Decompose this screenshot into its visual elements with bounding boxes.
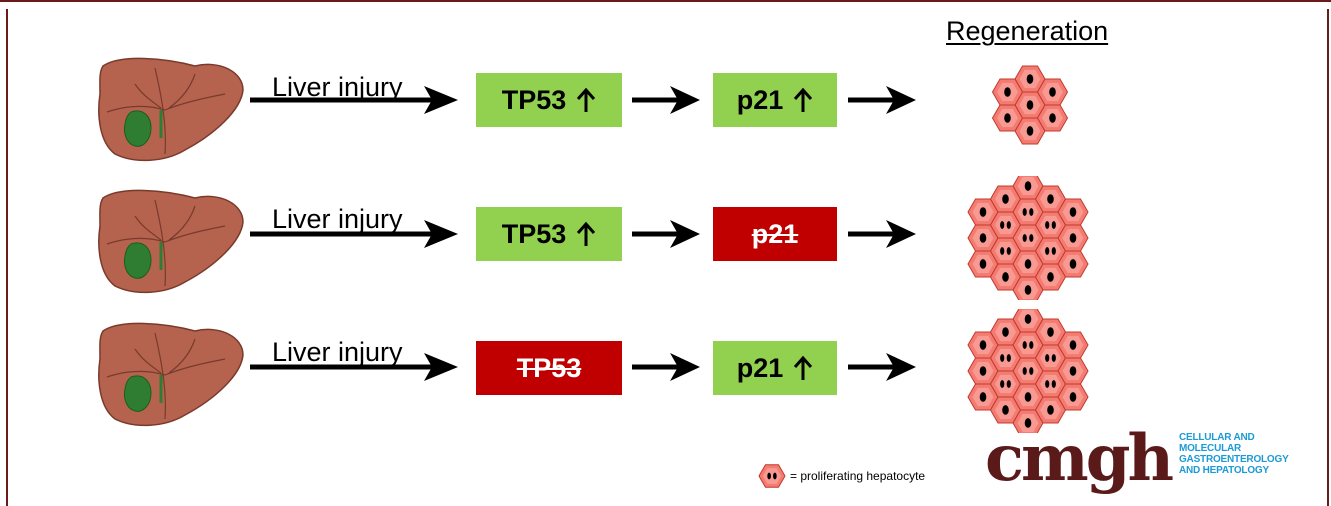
liver-icon	[98, 322, 244, 427]
hepatocyte	[1034, 396, 1067, 424]
tp53-label: TP53	[516, 352, 582, 383]
proliferating-hepatocyte-icon	[758, 464, 786, 488]
hepatocyte	[1057, 224, 1089, 252]
proliferating-hepatocyte	[989, 370, 1022, 398]
proliferating-hepatocyte	[1012, 198, 1044, 226]
injury-label: Liver injury	[272, 72, 403, 102]
tp53-to-p21-arrow	[632, 86, 700, 114]
tp53-to-p21-arrow	[632, 220, 700, 248]
hepatocyte	[989, 318, 1022, 346]
logo-line: CELLULAR AND	[1178, 432, 1255, 443]
p21-label: p21	[736, 84, 784, 115]
logo-wordmark: cmgh	[985, 421, 1174, 496]
frame-top-border	[0, 0, 1331, 2]
p21-to-outcome-arrow	[848, 86, 916, 114]
injury-arrow	[250, 353, 458, 381]
injury-arrow	[250, 86, 458, 114]
hepatocyte-cluster	[991, 65, 1069, 145]
hepatocyte	[1057, 357, 1089, 385]
legend: = proliferating hepatocyte	[758, 462, 925, 490]
frame-right-border	[1327, 9, 1329, 506]
proliferating-hepatocyte	[1012, 224, 1044, 252]
tp53-label: TP53	[501, 218, 567, 249]
p21-label: p21	[751, 218, 799, 249]
up-arrow-icon	[794, 87, 813, 112]
up-arrow-icon	[577, 87, 596, 112]
pathway-row-tp53-knockout: Liver injury TP53 p21	[0, 309, 1331, 453]
up-arrow-icon	[577, 221, 596, 246]
liver-icon	[98, 189, 244, 294]
hepatocyte	[1057, 331, 1089, 359]
injury-label: Liver injury	[272, 204, 403, 234]
injury-label: Liver injury	[272, 337, 403, 367]
hepatocyte	[1012, 276, 1044, 300]
liver-icon	[98, 57, 244, 162]
logo-line: MOLECULAR	[1178, 443, 1242, 454]
p21-to-outcome-arrow	[848, 353, 916, 381]
frame-left-border	[6, 9, 8, 506]
hepatocyte-cluster	[967, 176, 1089, 300]
hepatocyte	[967, 224, 999, 252]
logo-line: GASTROENTEROLOGY	[1178, 454, 1289, 465]
proliferating-hepatocyte	[989, 344, 1022, 372]
p21-label: p21	[736, 352, 784, 383]
p21-box: p21	[713, 207, 837, 261]
up-arrow-icon	[794, 355, 813, 380]
tp53-box: TP53	[476, 207, 622, 261]
hepatocyte	[1014, 65, 1046, 93]
hepatocyte	[991, 104, 1024, 132]
proliferating-hepatocyte	[1012, 331, 1044, 359]
tp53-box: TP53	[476, 341, 622, 395]
tp53-to-p21-arrow	[632, 353, 700, 381]
hepatocyte	[1057, 383, 1089, 411]
journal-logo: cmgh CELLULAR AND MOLECULAR GASTROENTERO…	[985, 424, 1289, 494]
hepatocyte	[1036, 78, 1069, 106]
p21-to-outcome-arrow	[848, 220, 916, 248]
logo-subtitle: CELLULAR AND MOLECULAR GASTROENTEROLOGY …	[1179, 432, 1289, 476]
proliferating-hepatocyte	[1012, 357, 1044, 385]
hepatocyte	[1012, 383, 1044, 411]
hepatocyte	[967, 250, 999, 278]
proliferating-hepatocyte	[1034, 211, 1067, 239]
injury-arrow	[250, 220, 458, 248]
hepatocyte-cluster	[967, 309, 1089, 433]
proliferating-hepatocyte	[1034, 237, 1067, 265]
proliferating-hepatocyte	[989, 211, 1022, 239]
pathway-row-p21-knockout: Liver injury TP53 p21	[0, 176, 1331, 320]
tp53-label: TP53	[501, 84, 567, 115]
hepatocyte	[991, 78, 1024, 106]
p21-box: p21	[713, 341, 837, 395]
hepatocyte	[989, 263, 1022, 291]
proliferating-hepatocyte	[758, 464, 786, 488]
hepatocyte	[1012, 409, 1044, 433]
pathway-row-normal: Liver injury TP53 p21	[0, 48, 1331, 188]
hepatocyte	[1057, 250, 1089, 278]
hepatocyte	[1034, 263, 1067, 291]
legend-text: = proliferating hepatocyte	[790, 469, 926, 483]
p21-box: p21	[713, 73, 837, 127]
hepatocyte	[1036, 104, 1069, 132]
logo-line: AND HEPATOLOGY	[1178, 465, 1269, 476]
tp53-box: TP53	[476, 73, 622, 127]
regeneration-title: Regeneration	[946, 16, 1109, 46]
